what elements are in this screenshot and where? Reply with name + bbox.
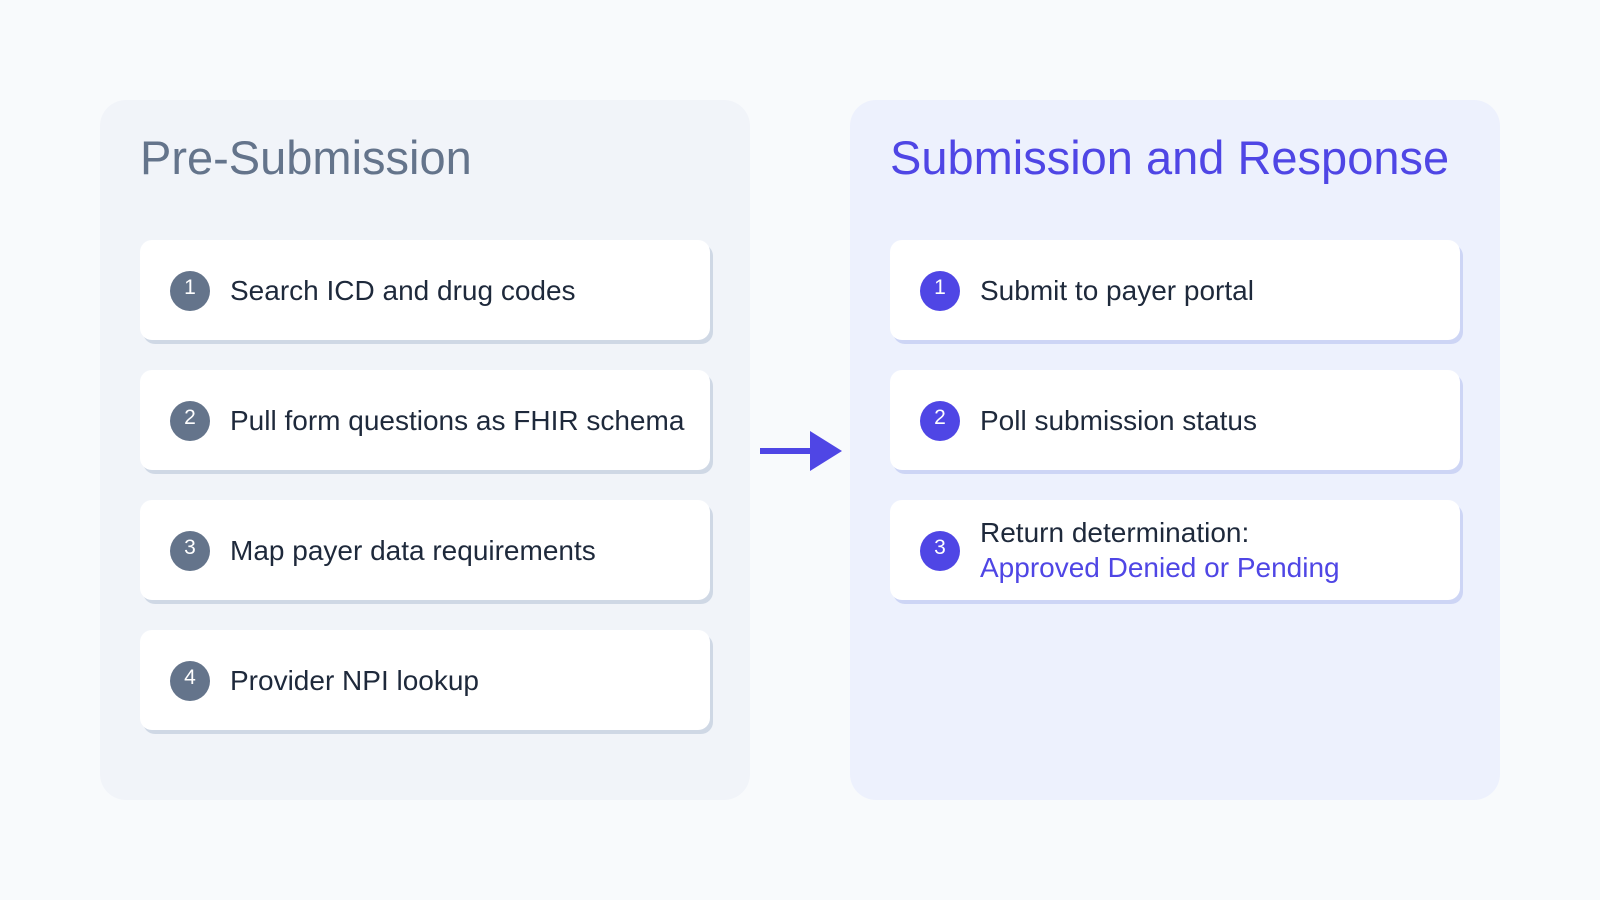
submission-step-2: 2 Poll submission status bbox=[890, 370, 1460, 470]
step-label: Map payer data requirements bbox=[230, 534, 596, 566]
step-label: Return determination: bbox=[980, 517, 1250, 548]
pre-submission-step-3: 3 Map payer data requirements bbox=[140, 500, 710, 600]
determination-outcomes: Approved Denied or Pending bbox=[980, 552, 1340, 583]
pre-submission-panel: Pre-Submission 1 Search ICD and drug cod… bbox=[100, 100, 750, 800]
arrow-right-icon bbox=[760, 431, 842, 471]
step-number-badge: 2 bbox=[170, 401, 210, 441]
submission-response-title: Submission and Response bbox=[890, 131, 1450, 184]
submission-step-3: 3 Return determination: Approved Denied … bbox=[890, 500, 1460, 600]
step-label: Pull form questions as FHIR schema bbox=[230, 404, 685, 436]
pre-submission-step-2: 2 Pull form questions as FHIR schema bbox=[140, 370, 710, 470]
step-label: Poll submission status bbox=[980, 404, 1258, 436]
step-label: Search ICD and drug codes bbox=[230, 274, 576, 306]
step-number-badge: 2 bbox=[920, 401, 960, 441]
step-label: Provider NPI lookup bbox=[230, 664, 480, 696]
arrow-shaft bbox=[760, 448, 816, 454]
pre-submission-title: Pre-Submission bbox=[140, 131, 472, 184]
step-number-badge: 4 bbox=[170, 661, 210, 701]
submission-response-step-list: 1 Submit to payer portal 2 Poll submissi… bbox=[890, 240, 1460, 630]
step-text-block: Return determination: Approved Denied or… bbox=[980, 515, 1340, 585]
pre-submission-step-4: 4 Provider NPI lookup bbox=[140, 630, 710, 730]
step-number-badge: 3 bbox=[170, 531, 210, 571]
pre-submission-step-1: 1 Search ICD and drug codes bbox=[140, 240, 710, 340]
step-number-badge: 1 bbox=[170, 271, 210, 311]
arrow-head bbox=[810, 431, 842, 471]
step-number-badge: 3 bbox=[920, 531, 960, 571]
submission-step-1: 1 Submit to payer portal bbox=[890, 240, 1460, 340]
step-label: Submit to payer portal bbox=[980, 274, 1254, 306]
step-number-badge: 1 bbox=[920, 271, 960, 311]
submission-response-panel: Submission and Response 1 Submit to paye… bbox=[850, 100, 1500, 800]
pre-submission-step-list: 1 Search ICD and drug codes 2 Pull form … bbox=[140, 240, 710, 760]
